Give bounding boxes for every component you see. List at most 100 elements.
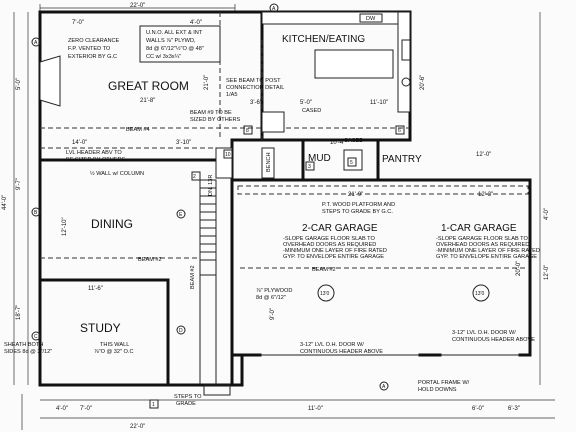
dim-5-0: 5'-0" xyxy=(300,100,312,106)
note-sheath-2: SIDES 8d @ 3"/12" xyxy=(4,349,52,355)
tag-c: C xyxy=(34,334,38,340)
dim-21-0: 21'-0" xyxy=(204,75,210,90)
note-cased-1: CASED xyxy=(302,108,321,114)
dim-right-12-0: 12'-0" xyxy=(544,265,550,280)
note-gar1-4: GYP. TO ENVELOPE ENTIRE GARAGE xyxy=(436,254,537,260)
note-gar2-2: OVERHEAD DOORS AS REQUIRED xyxy=(283,242,376,248)
dimension-labels: 22'-0" 4'-0" 7'-0" 22'-0" 7'-0" 4'-0" 11… xyxy=(2,3,550,430)
range xyxy=(401,39,411,61)
note-cased-2: CASED xyxy=(344,138,363,144)
beam-label-b: BEAM #2 xyxy=(138,257,162,263)
room-great-room: GREAT ROOM xyxy=(108,79,189,93)
dim-bot-22-0: 22'-0" xyxy=(130,424,145,430)
room-pantry: PANTRY xyxy=(382,154,422,165)
dim-12-10: 12'-10" xyxy=(62,217,68,236)
note-beam-post-2: CONNECTION DETAIL xyxy=(226,85,284,91)
dim-10-4: 10'-4" xyxy=(330,140,345,146)
room-kitchen: KITCHEN/EATING xyxy=(282,34,365,45)
tag-three: 3 xyxy=(308,164,311,170)
dim-bot-4-0: 4'-0" xyxy=(56,406,68,412)
note-portal-1: PORTAL FRAME W/ xyxy=(418,380,470,386)
note-uno-1: U.N.O. ALL EXT & INT xyxy=(146,30,203,36)
room-1-car-garage: 1-CAR GARAGE xyxy=(441,223,517,234)
room-labels: GREAT ROOM KITCHEN/EATING DINING STUDY M… xyxy=(80,34,517,335)
note-plywood-2: 8d @ 6"/12" xyxy=(256,295,286,301)
dim-21-8: 21'-8" xyxy=(140,98,155,104)
tag-six: 6 xyxy=(398,128,401,134)
dim-top-4-0: 4'-0" xyxy=(190,20,202,26)
note-pt-2: STEPS TO GRADE BY G.C. xyxy=(322,209,393,215)
note-beam-post-1: SEE BEAM TO POST xyxy=(226,78,281,84)
dim-bot-6-3: 6'-3" xyxy=(508,406,520,412)
note-half-wall: ½ WALL w/ COLUMN xyxy=(90,170,144,177)
dim-21-9: 21'-9" xyxy=(348,192,363,198)
tag-e: E xyxy=(179,212,183,218)
note-dw: DW xyxy=(366,16,376,22)
note-gar2-3: -MINIMUM ONE LAYER OF FIRE RATED xyxy=(283,248,387,254)
tag-a3: A xyxy=(382,384,386,390)
kitchen-island xyxy=(314,49,394,79)
column-circle-garage-2 xyxy=(317,284,335,302)
note-lvl-1: LVL HEADER ABV TO xyxy=(66,150,122,156)
fireplace xyxy=(39,55,61,107)
note-uno-2: WALLS ⅞" PLYWD, xyxy=(146,38,196,44)
column-circle-garage-1 xyxy=(472,284,490,302)
dim-12-3: 12'-3" xyxy=(478,192,493,198)
dim-bot-7-0: 7'-0" xyxy=(80,406,92,412)
room-2-car-garage: 2-CAR GARAGE xyxy=(302,223,378,234)
note-bench: BENCH xyxy=(266,152,272,172)
note-zero-1: ZERO CLEARANCE xyxy=(68,38,120,44)
tag-two: 2 xyxy=(193,174,196,180)
dim-12-0: 12'-0" xyxy=(476,152,491,158)
stairs xyxy=(199,179,231,396)
beam-lines xyxy=(40,12,525,269)
dim-9-0: 9'-0" xyxy=(270,308,276,320)
note-gar1-1: -SLOPE GARAGE FLOOR SLAB TO xyxy=(436,236,528,242)
dim-3-10: 3'-10" xyxy=(176,140,191,146)
note-gar1-3: -MINIMUM ONE LAYER OF FIRE RATED xyxy=(436,248,540,254)
note-gar2-4: GYP. TO ENVELOPE ENTIRE GARAGE xyxy=(283,254,384,260)
note-beam9-1: BEAM #9 TO BE xyxy=(190,110,232,116)
dim-14-0: 14'-0" xyxy=(72,140,87,146)
dim-11-10: 11'-10" xyxy=(370,100,388,106)
tag-labels: A B C E D A A 6 5 3 2 10 8 1 13'0 13'0 xyxy=(34,6,485,408)
note-gar2-1: -SLOPE GARAGE FLOOR SLAB TO xyxy=(283,236,375,242)
note-steps-2: GRADE xyxy=(176,401,196,407)
note-beam9-2: SIZED BY OTHERS xyxy=(190,117,241,123)
beam-label-d: BEAM #2 xyxy=(190,265,196,289)
note-lvl-2: BE SIZED BY OTHERS xyxy=(66,157,126,163)
room-mud: MUD xyxy=(308,153,331,164)
tag-a2: A xyxy=(272,6,276,12)
tag-d: D xyxy=(179,328,183,334)
note-lvl-oh-3: 3-12" LVL O.H. DOOR W/ xyxy=(452,330,516,336)
mud-fixtures xyxy=(215,147,363,179)
note-beam-post-3: 1/A5 xyxy=(226,92,238,98)
section-tags xyxy=(31,3,411,409)
dim-11-6: 11'-6" xyxy=(88,286,103,292)
note-lvl-oh-4: CONTINUOUS HEADER ABOVE xyxy=(452,337,535,343)
note-steps-1: STEPS TO xyxy=(174,394,202,400)
dim-left-9-7: 9'-7" xyxy=(16,178,22,190)
note-lvl-oh-2: CONTINUOUS HEADER ABOVE xyxy=(300,349,383,355)
dim-right-4-0: 4'-0" xyxy=(544,208,550,220)
note-portal-2: HOLD DOWNS xyxy=(418,387,457,393)
dim-3-6: 3'-6" xyxy=(250,100,262,106)
plan-notes: U.N.O. ALL EXT & INT WALLS ⅞" PLYWD, 8d … xyxy=(4,16,540,407)
note-this-wall-2: ⅞"O @ 32" O.C xyxy=(94,349,134,355)
note-plywood-1: ⅞" PLYWOOD xyxy=(256,288,292,294)
dim-left-18-7: 18'-7" xyxy=(16,305,22,320)
note-uno-4: CC w/ 3x3x¼" xyxy=(146,54,181,60)
tag-one: 1 xyxy=(152,402,155,408)
tag-ten: 10 xyxy=(225,152,231,158)
dim-right-20-6: 20'-6" xyxy=(420,75,426,90)
tag-a: A xyxy=(34,40,38,46)
note-gar1-2: OVERHEAD DOORS AS REQUIRED xyxy=(436,242,529,248)
dim-left-44-0: 44'-0" xyxy=(2,195,8,210)
dim-left-5-0: 5'-0" xyxy=(16,78,22,90)
note-this-wall-1: THIS WALL xyxy=(100,342,129,348)
beam-label-c: BEAM #2 xyxy=(312,267,336,273)
tag-b: B xyxy=(34,210,38,216)
sink xyxy=(359,13,383,23)
ceiling-mark-2: 13'0 xyxy=(475,291,485,297)
note-zero-3: EXTERIOR BY G.C xyxy=(68,54,117,60)
